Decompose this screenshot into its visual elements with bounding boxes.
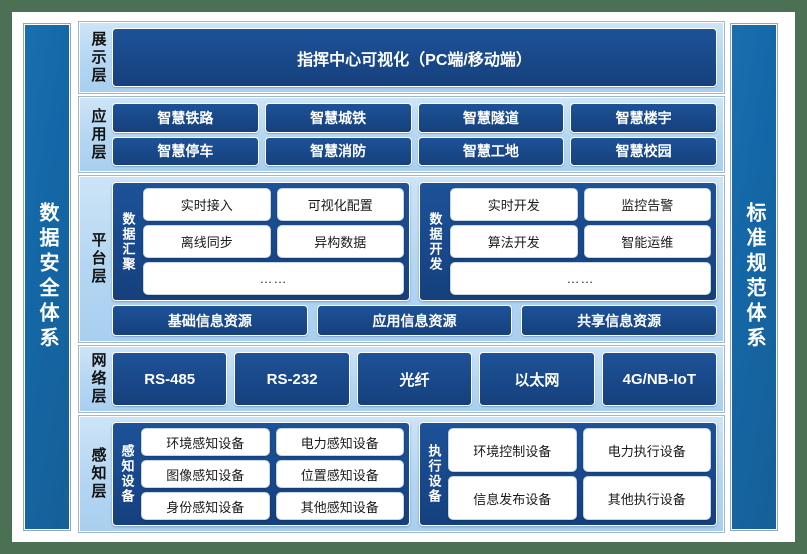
platform-chip-offline-sync[interactable]: 离线同步 bbox=[143, 225, 271, 258]
perception-group-actuating-devices-grid: 环境控制设备 电力执行设备 信息发布设备 其他执行设备 bbox=[448, 428, 711, 520]
sensing-chip-identity[interactable]: 身份感知设备 bbox=[141, 492, 270, 520]
layer-network: 网络层 RS-485 RS-232 光纤 以太网 4G/NB-IoT bbox=[78, 345, 725, 413]
layer-display-body: 指挥中心可视化（PC端/移动端） bbox=[112, 28, 717, 87]
network-items-row: RS-485 RS-232 光纤 以太网 4G/NB-IoT bbox=[112, 352, 718, 406]
app-chip-smart-construction[interactable]: 智慧工地 bbox=[417, 136, 565, 166]
diagram-canvas: 数据安全体系 标准规范体系 展示层 指挥中心可视化（PC端/移动端） 应用层 智… bbox=[12, 12, 795, 542]
network-chip-rs485[interactable]: RS-485 bbox=[112, 352, 228, 406]
sensing-chip-environment[interactable]: 环境感知设备 bbox=[141, 428, 270, 456]
platform-aggregation-row-1: 实时接入 可视化配置 bbox=[143, 188, 404, 221]
application-row-1: 智慧铁路 智慧城铁 智慧隧道 智慧楼宇 bbox=[112, 103, 717, 133]
layer-perception-label: 感知层 bbox=[89, 447, 107, 501]
pillar-standard-spec: 标准规范体系 bbox=[730, 23, 778, 531]
actuating-row-2: 信息发布设备 其他执行设备 bbox=[448, 476, 711, 520]
application-row-2: 智慧停车 智慧消防 智慧工地 智慧校园 bbox=[112, 136, 717, 166]
platform-development-row-1: 实时开发 监控告警 bbox=[450, 188, 711, 221]
network-chip-4g-nbiot[interactable]: 4G/NB-IoT bbox=[601, 352, 718, 406]
layer-display: 展示层 指挥中心可视化（PC端/移动端） bbox=[78, 21, 725, 94]
platform-groups: 数据汇聚 实时接入 可视化配置 离线同步 异构数据 …… bbox=[112, 182, 717, 301]
layer-stack: 展示层 指挥中心可视化（PC端/移动端） 应用层 智慧铁路 智慧城铁 智慧隧道 … bbox=[78, 21, 725, 533]
layer-platform-label: 平台层 bbox=[89, 232, 107, 286]
actuating-row-1: 环境控制设备 电力执行设备 bbox=[448, 428, 711, 472]
network-chip-rs232[interactable]: RS-232 bbox=[234, 352, 350, 406]
layer-perception: 感知层 感知设备 环境感知设备 电力感知设备 图像感知设备 bbox=[78, 415, 725, 533]
perception-group-sensing-devices: 感知设备 环境感知设备 电力感知设备 图像感知设备 位置感知设备 bbox=[112, 422, 410, 526]
pillar-left-label: 数据安全体系 bbox=[36, 202, 58, 352]
layer-network-label: 网络层 bbox=[89, 352, 107, 406]
platform-chip-aggregation-more[interactable]: …… bbox=[143, 262, 404, 295]
layer-application: 应用层 智慧铁路 智慧城铁 智慧隧道 智慧楼宇 智慧停车 智慧消防 智慧工地 智… bbox=[78, 96, 725, 173]
platform-chip-algorithm-development[interactable]: 算法开发 bbox=[450, 225, 578, 258]
platform-aggregation-row-2: 离线同步 异构数据 bbox=[143, 225, 404, 258]
platform-resource-row: 基础信息资源 应用信息资源 共享信息资源 bbox=[112, 305, 718, 336]
layer-perception-body: 感知设备 环境感知设备 电力感知设备 图像感知设备 位置感知设备 bbox=[112, 422, 717, 526]
perception-group-sensing-devices-grid: 环境感知设备 电力感知设备 图像感知设备 位置感知设备 身份感知设备 其他感知设… bbox=[141, 428, 404, 520]
perception-groups: 感知设备 环境感知设备 电力感知设备 图像感知设备 位置感知设备 bbox=[112, 422, 717, 526]
app-chip-smart-campus[interactable]: 智慧校园 bbox=[570, 136, 717, 166]
platform-group-data-aggregation-label: 数据汇聚 bbox=[120, 211, 136, 272]
network-chip-fiber[interactable]: 光纤 bbox=[356, 352, 473, 406]
network-chip-ethernet[interactable]: 以太网 bbox=[479, 352, 595, 406]
layer-network-body: RS-485 RS-232 光纤 以太网 4G/NB-IoT bbox=[112, 352, 718, 406]
sensing-chip-other[interactable]: 其他感知设备 bbox=[275, 492, 404, 520]
resource-chip-shared-information[interactable]: 共享信息资源 bbox=[521, 305, 718, 336]
resource-chip-application-information[interactable]: 应用信息资源 bbox=[316, 305, 513, 336]
pillar-data-security: 数据安全体系 bbox=[23, 23, 71, 531]
perception-group-actuating-devices-label: 执行设备 bbox=[426, 444, 442, 504]
platform-chip-visual-config[interactable]: 可视化配置 bbox=[276, 188, 404, 221]
app-chip-smart-building[interactable]: 智慧楼宇 bbox=[570, 103, 717, 133]
sensing-row-1: 环境感知设备 电力感知设备 bbox=[141, 428, 404, 456]
perception-group-actuating-devices: 执行设备 环境控制设备 电力执行设备 信息发布设备 其他执行设备 bbox=[419, 422, 717, 526]
app-chip-smart-tunnel[interactable]: 智慧隧道 bbox=[417, 103, 565, 133]
app-chip-smart-metro[interactable]: 智慧城铁 bbox=[264, 103, 412, 133]
layer-application-label: 应用层 bbox=[89, 107, 107, 162]
actuating-chip-power-execution[interactable]: 电力执行设备 bbox=[582, 428, 711, 472]
platform-chip-realtime-ingest[interactable]: 实时接入 bbox=[143, 188, 271, 221]
platform-chip-heterogeneous-data[interactable]: 异构数据 bbox=[276, 225, 404, 258]
app-chip-smart-parking[interactable]: 智慧停车 bbox=[112, 136, 259, 166]
app-chip-smart-firefighting[interactable]: 智慧消防 bbox=[264, 136, 412, 166]
platform-group-data-aggregation-grid: 实时接入 可视化配置 离线同步 异构数据 …… bbox=[143, 188, 404, 295]
sensing-row-3: 身份感知设备 其他感知设备 bbox=[141, 492, 404, 520]
perception-group-sensing-devices-label: 感知设备 bbox=[119, 444, 135, 504]
actuating-chip-environment-control[interactable]: 环境控制设备 bbox=[448, 428, 577, 472]
platform-group-data-development-grid: 实时开发 监控告警 算法开发 智能运维 …… bbox=[450, 188, 711, 295]
platform-development-row-2: 算法开发 智能运维 bbox=[450, 225, 711, 258]
layer-display-label: 展示层 bbox=[89, 30, 107, 85]
layer-application-body: 智慧铁路 智慧城铁 智慧隧道 智慧楼宇 智慧停车 智慧消防 智慧工地 智慧校园 bbox=[112, 103, 717, 166]
pillar-right-label: 标准规范体系 bbox=[743, 202, 765, 352]
sensing-chip-position[interactable]: 位置感知设备 bbox=[275, 460, 404, 488]
layer-platform-body: 数据汇聚 实时接入 可视化配置 离线同步 异构数据 …… bbox=[112, 182, 718, 336]
actuating-chip-info-release[interactable]: 信息发布设备 bbox=[448, 476, 577, 520]
actuating-chip-other-execution[interactable]: 其他执行设备 bbox=[582, 476, 711, 520]
platform-chip-realtime-development[interactable]: 实时开发 bbox=[450, 188, 578, 221]
platform-chip-monitoring-alarm[interactable]: 监控告警 bbox=[583, 188, 711, 221]
platform-group-data-development: 数据开发 实时开发 监控告警 算法开发 智能运维 …… bbox=[419, 182, 717, 301]
resource-chip-basic-information[interactable]: 基础信息资源 bbox=[112, 305, 308, 336]
layer-platform: 平台层 数据汇聚 实时接入 可视化配置 离线同步 异 bbox=[78, 175, 725, 343]
platform-chip-development-more[interactable]: …… bbox=[450, 262, 711, 295]
app-chip-smart-railway[interactable]: 智慧铁路 bbox=[112, 103, 259, 133]
display-banner[interactable]: 指挥中心可视化（PC端/移动端） bbox=[112, 28, 717, 87]
platform-chip-intelligent-ops[interactable]: 智能运维 bbox=[583, 225, 711, 258]
sensing-row-2: 图像感知设备 位置感知设备 bbox=[141, 460, 404, 488]
sensing-chip-image[interactable]: 图像感知设备 bbox=[141, 460, 270, 488]
platform-group-data-development-label: 数据开发 bbox=[427, 211, 443, 272]
platform-development-row-3: …… bbox=[450, 262, 711, 295]
sensing-chip-power[interactable]: 电力感知设备 bbox=[275, 428, 404, 456]
platform-aggregation-row-3: …… bbox=[143, 262, 404, 295]
platform-group-data-aggregation: 数据汇聚 实时接入 可视化配置 离线同步 异构数据 …… bbox=[112, 182, 410, 301]
